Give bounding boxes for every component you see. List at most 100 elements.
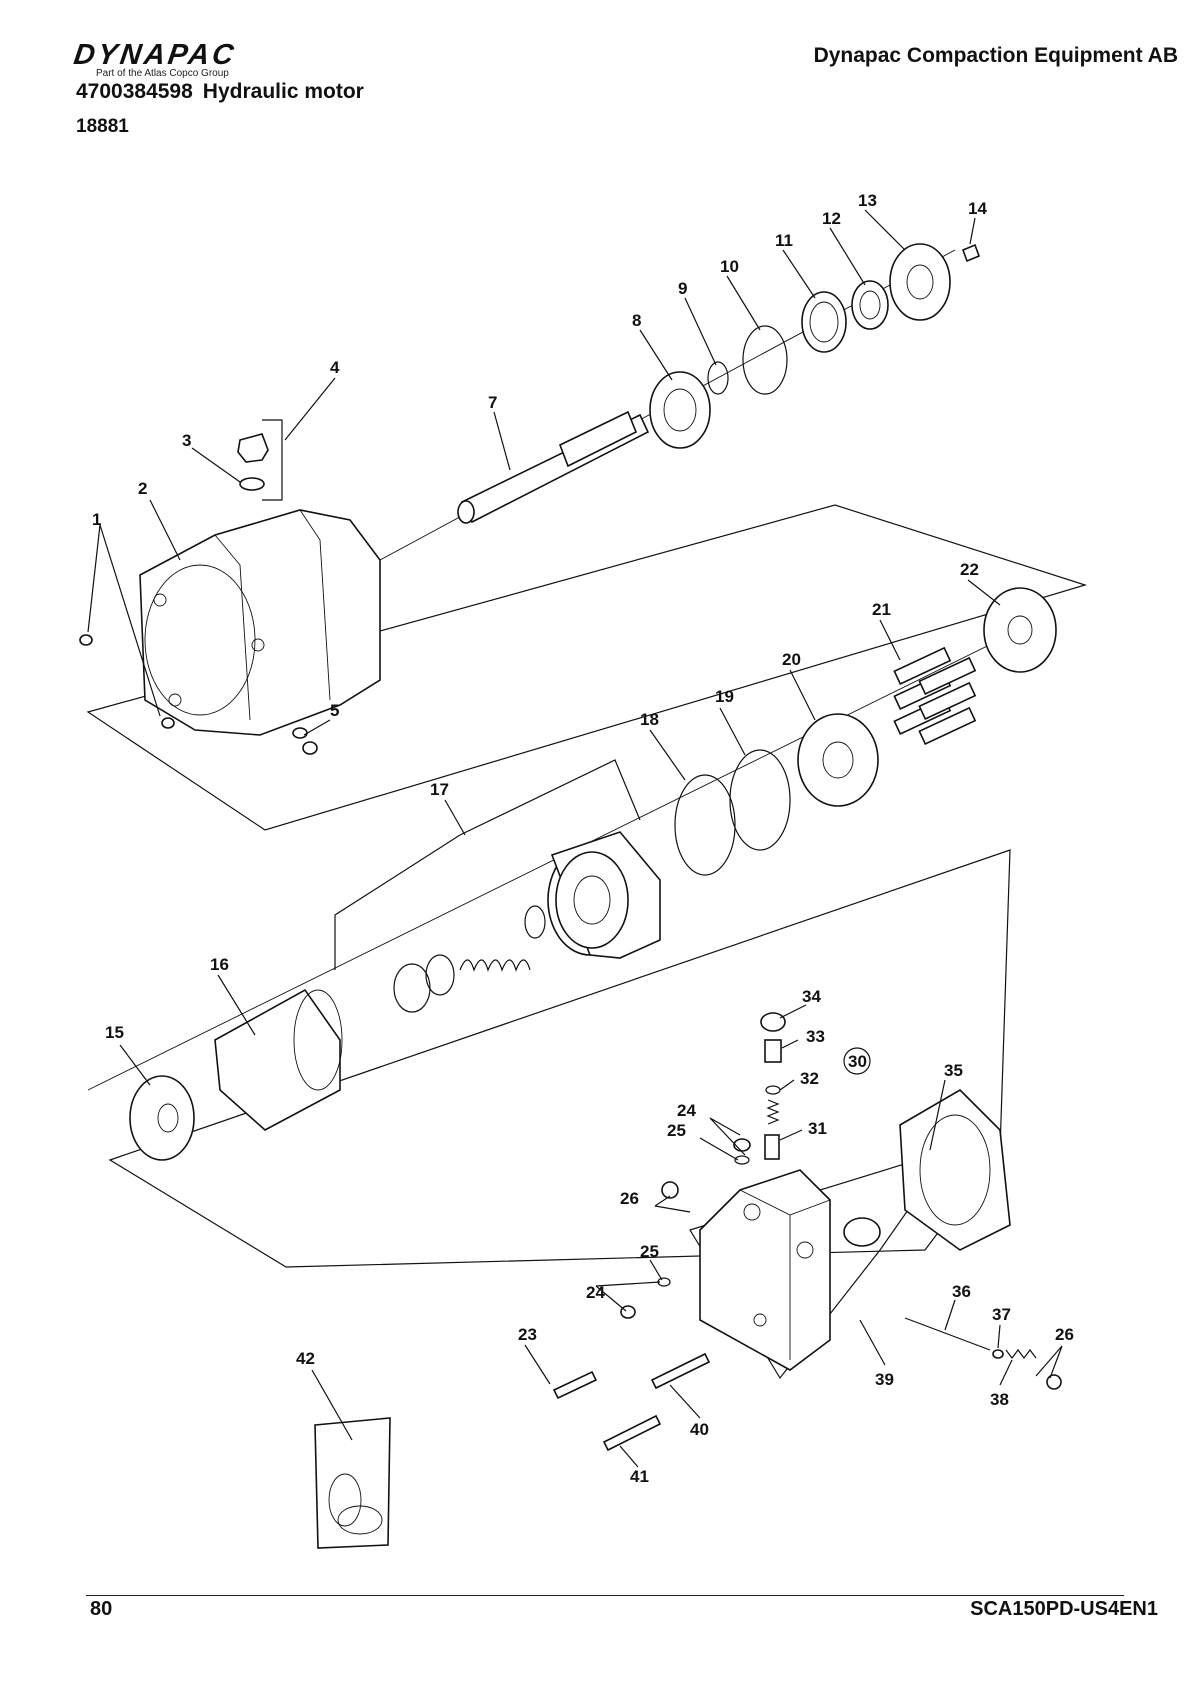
part-12-bearing [851, 280, 889, 330]
part-5-nipple [292, 727, 308, 739]
document-code: SCA150PD-US4EN1 [970, 1598, 1158, 1620]
callout-30: 30 [848, 1052, 867, 1071]
callout-7: 7 [488, 393, 497, 412]
callout-42: 42 [296, 1349, 315, 1368]
part-14-screw [961, 243, 981, 263]
part-22-swashplate [983, 587, 1057, 673]
callout-20: 20 [782, 650, 801, 669]
part-3-o-ring [239, 477, 265, 491]
part-9-snap-ring [707, 361, 729, 395]
part-1-plug [79, 634, 93, 646]
callout-1: 1 [92, 510, 101, 529]
part-23-bolt [552, 1370, 598, 1400]
part-34-plug [760, 1012, 786, 1032]
callout-25: 25 [640, 1242, 659, 1261]
part-17-bracket [334, 759, 641, 970]
part-26-fitting [661, 1181, 679, 1199]
callout-2: 2 [138, 479, 147, 498]
callout-24: 24 [677, 1101, 696, 1120]
footer-divider [86, 1595, 1124, 1596]
callout-37: 37 [992, 1305, 1011, 1324]
group-outline-housing [86, 504, 1088, 831]
drawing-number: 18881 [76, 116, 129, 137]
callout-5: 5 [330, 701, 339, 720]
part-39-valve-block [699, 1169, 831, 1371]
housing-side [214, 509, 331, 721]
part-24-plug-lower [620, 1305, 636, 1319]
company-name: Dynapac Compaction Equipment AB [813, 44, 1178, 67]
callout-8: 8 [632, 311, 641, 330]
callout-26: 26 [620, 1189, 639, 1208]
part-10-o-ring [742, 325, 788, 395]
part-30-circle [843, 1047, 871, 1075]
part-24-plug [733, 1138, 751, 1152]
leader-lines [87, 209, 1063, 1468]
bushing [843, 1217, 881, 1247]
callout-4: 4 [330, 358, 340, 377]
part-11-seal [801, 291, 847, 353]
callout-41: 41 [630, 1467, 649, 1486]
part-21-pistons [893, 646, 977, 745]
callout-32: 32 [800, 1069, 819, 1088]
callout-15: 15 [105, 1023, 124, 1042]
part-35-gasket [899, 1088, 1011, 1251]
callout-3: 3 [182, 431, 191, 450]
part-36-pin [904, 1317, 991, 1351]
callout-39: 39 [875, 1370, 894, 1389]
part-number: 4700384598 [76, 80, 193, 103]
part-1-plug [161, 717, 175, 729]
part-4-plug [237, 433, 269, 463]
callout-31: 31 [808, 1119, 827, 1138]
spring-ring [393, 963, 431, 1013]
part-20-retainer [797, 713, 879, 807]
dynapac-logo: DYNAPAC Part of the Atlas Copco Group [72, 39, 294, 79]
part-8-bearing [649, 371, 711, 449]
part-37-washer [992, 1349, 1004, 1359]
part-2-housing [139, 509, 381, 736]
callout-36: 36 [952, 1282, 971, 1301]
callout-12: 12 [822, 209, 841, 228]
part-18-plate [674, 774, 736, 876]
page-title: 4700384598 Hydraulic motor [76, 80, 364, 104]
callout-16: 16 [210, 955, 229, 974]
part-42-seal-kit [314, 1417, 391, 1549]
callout-25: 25 [667, 1121, 686, 1140]
callout-10: 10 [720, 257, 739, 276]
callout-19: 19 [715, 687, 734, 706]
callout-22: 22 [960, 560, 979, 579]
part-5-plug [302, 741, 318, 755]
callout-21: 21 [872, 600, 891, 619]
part-32-spring [766, 1099, 780, 1125]
part-38-spring [1005, 1349, 1037, 1359]
spring [459, 959, 531, 972]
part-16-sleeve [214, 988, 341, 1131]
part-15-plate [129, 1075, 195, 1161]
callout-40: 40 [690, 1420, 709, 1439]
callout-17: 17 [430, 780, 449, 799]
callout-11: 11 [775, 231, 793, 250]
callout-9: 9 [678, 279, 687, 298]
callout-24: 24 [586, 1283, 605, 1302]
part-41-bolt [602, 1414, 662, 1452]
part-31-screw [764, 1134, 780, 1160]
callout-34: 34 [802, 987, 821, 1006]
page-number: 80 [90, 1598, 113, 1620]
part-32-o-ring [765, 1085, 781, 1095]
callout-35: 35 [944, 1061, 963, 1080]
part-19-plate [729, 749, 791, 851]
logo-subtitle: Part of the Atlas Copco Group [96, 68, 229, 79]
part-26-plug-right [1046, 1374, 1062, 1390]
part-25-o-ring [734, 1155, 750, 1165]
callout-23: 23 [518, 1325, 537, 1344]
callout-18: 18 [640, 710, 659, 729]
part-40-bolt [650, 1352, 711, 1390]
callout-13: 13 [858, 191, 877, 210]
callout-26: 26 [1055, 1325, 1074, 1344]
callout-38: 38 [990, 1390, 1009, 1409]
part-13-plate [889, 243, 951, 321]
callout-33: 33 [806, 1027, 825, 1046]
part-name: Hydraulic motor [202, 80, 364, 103]
callout-14: 14 [968, 199, 987, 218]
